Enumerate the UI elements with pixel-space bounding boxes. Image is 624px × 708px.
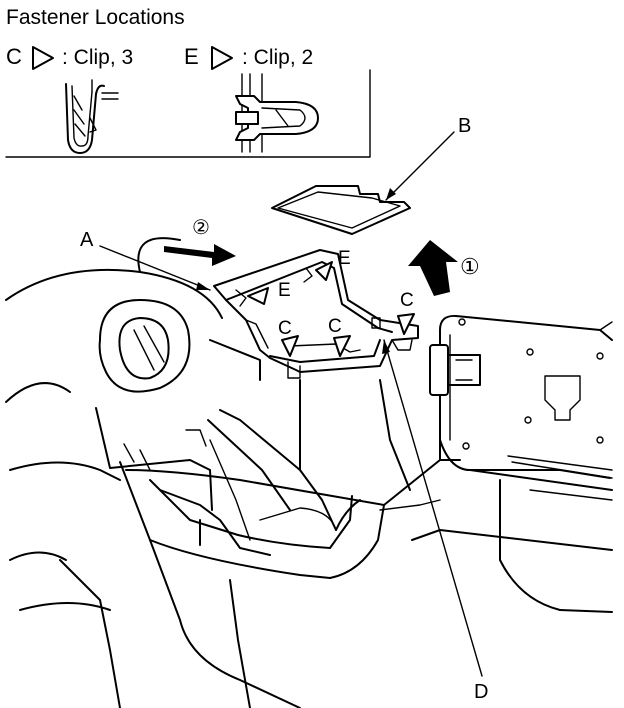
clip-e-marker-upper-icon [315, 261, 333, 281]
callout-d-label: D [474, 681, 488, 703]
clip-e-label-upper: E [338, 248, 351, 269]
step-2-label: ② [192, 217, 210, 239]
side-panel-outline [411, 314, 613, 613]
steering-column-outline [5, 237, 223, 611]
step-1-arrow-icon [408, 240, 458, 296]
clip-c-detail-icon [65, 79, 119, 154]
pocket-lid-b-outline [271, 185, 411, 235]
clip-markers [247, 261, 415, 357]
bracket-a-outline [213, 249, 419, 379]
legend-box [5, 69, 371, 158]
clip-c-label-center: C [328, 316, 342, 337]
legend-e-triangle-icon [211, 46, 233, 70]
legend-c-letter: C [6, 44, 22, 69]
step-2-arrow-icon [164, 244, 236, 266]
clip-c-marker-right-icon [397, 313, 415, 335]
step-1-label: ① [460, 254, 480, 279]
clip-c-label-right: C [400, 290, 414, 311]
clip-c-marker-center-icon [333, 335, 351, 357]
clip-c-label-left: C [278, 318, 292, 339]
legend-e-letter: E [184, 44, 199, 69]
leader-lines [99, 131, 483, 677]
legend-c-text: : Clip, 3 [62, 46, 133, 69]
legend-e-text: : Clip, 2 [242, 46, 313, 69]
clip-e-marker-left-icon [247, 287, 269, 305]
callout-b-label: B [458, 115, 471, 137]
callout-a-label: A [80, 229, 94, 251]
clip-c-marker-left-icon [281, 335, 299, 357]
diagram-title: Fastener Locations [6, 6, 185, 29]
clip-e-label-left: E [278, 280, 291, 301]
legend-c-triangle-icon [32, 46, 54, 70]
clip-e-detail-icon [235, 73, 319, 153]
